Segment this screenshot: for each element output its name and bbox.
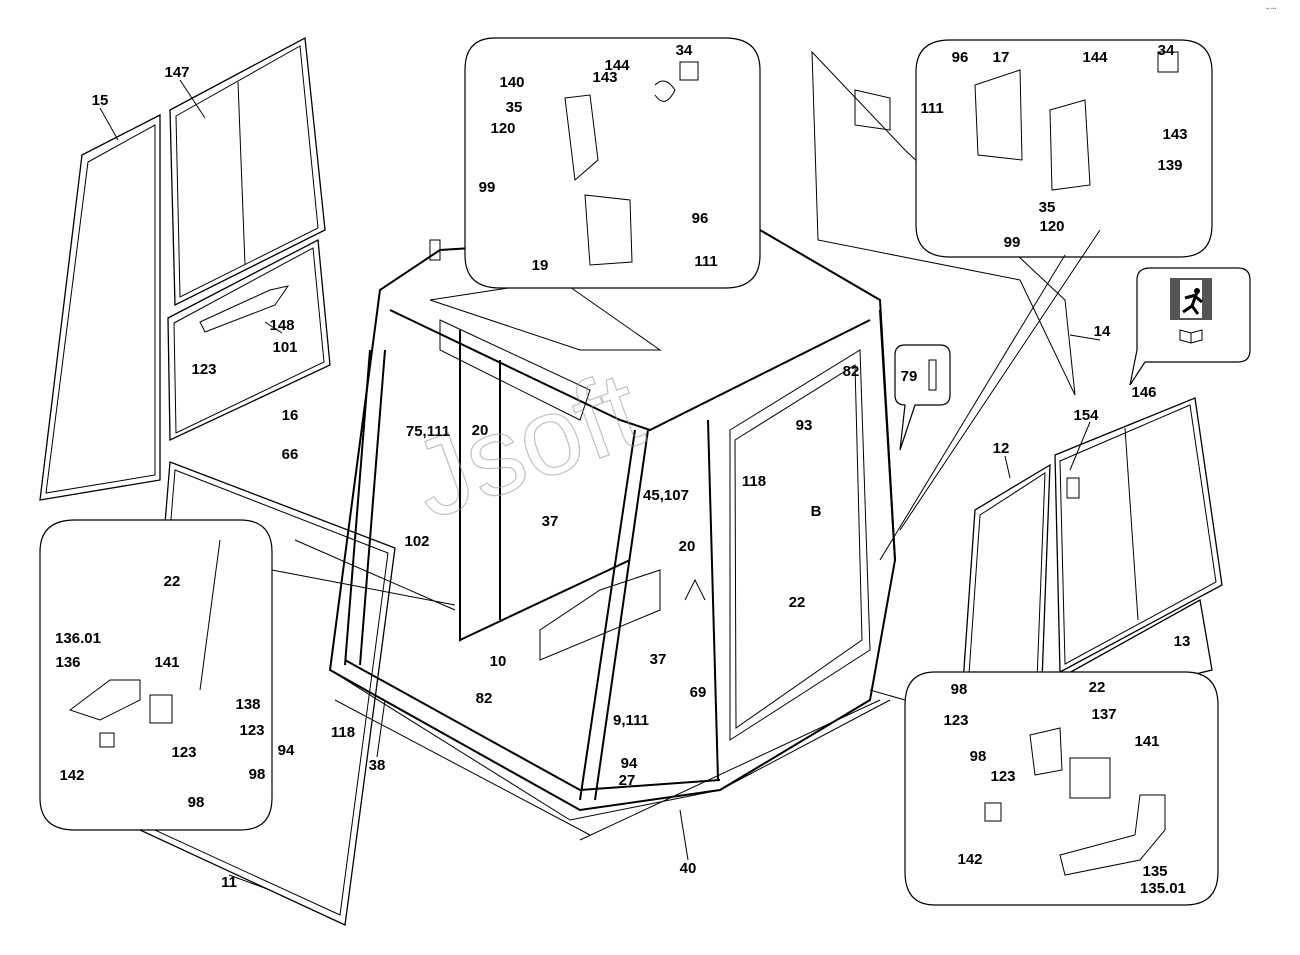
labels-main: 15 147 148 101 123 16 66 102 75,111 20 3… [92,64,1191,891]
part-label: 99 [1004,234,1021,251]
part-label: 40 [680,860,697,877]
window-15 [39,113,161,501]
part-label: 144 [1082,49,1108,66]
part-label: 98 [951,681,968,698]
part-label: 140 [499,74,524,91]
part-label: 94 [278,742,295,759]
part-label: 144 [604,57,630,74]
part-label: 154 [1073,407,1099,424]
part-label: 141 [1134,733,1159,750]
part-label: 20 [679,538,696,555]
part-label: 118 [331,724,355,741]
detail-bubble-top-right [915,39,1213,258]
part-label: 37 [650,651,667,668]
detail-bubble-pin-79 [894,344,951,451]
part-label: 66 [282,446,299,463]
part-label: 17 [993,49,1010,66]
part-label: 111 [694,253,717,270]
part-label: 35 [1039,199,1056,216]
part-label: 19 [532,257,549,274]
labels-top-right: 96 17 144 34 111 143 139 35 120 99 [920,42,1187,251]
part-label: 35 [506,99,523,116]
part-label: 45,107 [643,487,689,504]
part-label: 10 [490,653,507,670]
part-label: 138 [235,696,260,713]
part-label: 123 [191,361,216,378]
part-label: 96 [692,210,709,227]
watermark: Jsoft [396,348,656,543]
part-label: 99 [479,179,496,196]
part-label: 16 [282,407,299,424]
part-label: 147 [164,64,189,81]
part-label: 146 [1131,384,1156,401]
part-label: 93 [796,417,813,434]
emergency-exit-running-man-icon [1170,278,1212,320]
part-label: 123 [943,712,968,729]
part-label: 111 [920,100,943,117]
part-label: 98 [188,794,205,811]
part-label: 9,111 [613,712,649,729]
part-label: 102 [404,533,429,550]
part-label: 123 [990,768,1015,785]
part-label: 148 [269,317,294,334]
part-label: 75,111 [406,423,450,440]
part-label: 11 [221,874,237,891]
part-label: 22 [164,573,181,590]
part-label: 22 [789,594,806,611]
part-label-pin: 79 [901,368,918,385]
part-label: 13 [1174,633,1191,650]
part-label: 20 [472,422,489,439]
part-label: 15 [92,92,109,109]
part-label: 136.01 [55,630,101,647]
leader-lines [99,79,1101,891]
part-label: B [811,503,822,520]
corner-mark: ▪▪ ▪▪▪ [1266,6,1276,12]
part-label: 38 [369,757,386,774]
part-label: 98 [970,748,987,765]
part-label: 34 [676,42,693,59]
part-label: 143 [592,69,617,86]
door-panel-16 [167,238,331,442]
part-label: 143 [1162,126,1187,143]
part-label: 22 [1089,679,1106,696]
part-label: 123 [239,722,264,739]
detail-bubble-bottom-left [39,519,273,831]
labels-bottom-left: 22 136.01 136 141 138 123 123 98 142 98 [55,573,265,811]
part-label: 94 [621,755,638,772]
part-label: 137 [1091,706,1116,723]
detail-bubble-bottom-right [904,671,1219,906]
part-label: 120 [1039,218,1064,235]
open-book-icon [1179,329,1203,344]
part-label: 34 [1158,42,1175,59]
part-label: 135 [1142,863,1167,880]
part-label: 98 [249,766,266,783]
detail-bubble-exit-sign [1129,267,1251,386]
part-label: 37 [542,513,559,530]
window-147 [169,36,326,307]
labels-bottom-right: 98 22 123 137 98 123 141 142 135 135.01 [943,679,1185,897]
part-label: 139 [1157,157,1182,174]
part-label: 123 [171,744,196,761]
part-label: 136 [55,654,80,671]
part-label: 96 [952,49,969,66]
part-label: 69 [690,684,707,701]
rear-window-14 [811,50,1076,396]
part-label: 141 [154,654,179,671]
detail-bubble-top-center [464,37,761,289]
part-label: 142 [59,767,84,784]
part-label: 12 [993,440,1010,457]
part-label: 135.01 [1140,880,1186,897]
part-label: 142 [957,851,982,868]
part-label: 118 [742,473,766,490]
window-146 [1054,397,1223,674]
part-label: 120 [490,120,515,137]
part-label: 27 [619,772,636,789]
part-label: 82 [476,690,493,707]
part-label: 82 [843,363,860,380]
part-label: 101 [272,339,297,356]
labels-top-center: 34 144 140 143 35 120 99 96 19 111 [479,42,718,274]
part-label: 14 [1094,323,1111,340]
